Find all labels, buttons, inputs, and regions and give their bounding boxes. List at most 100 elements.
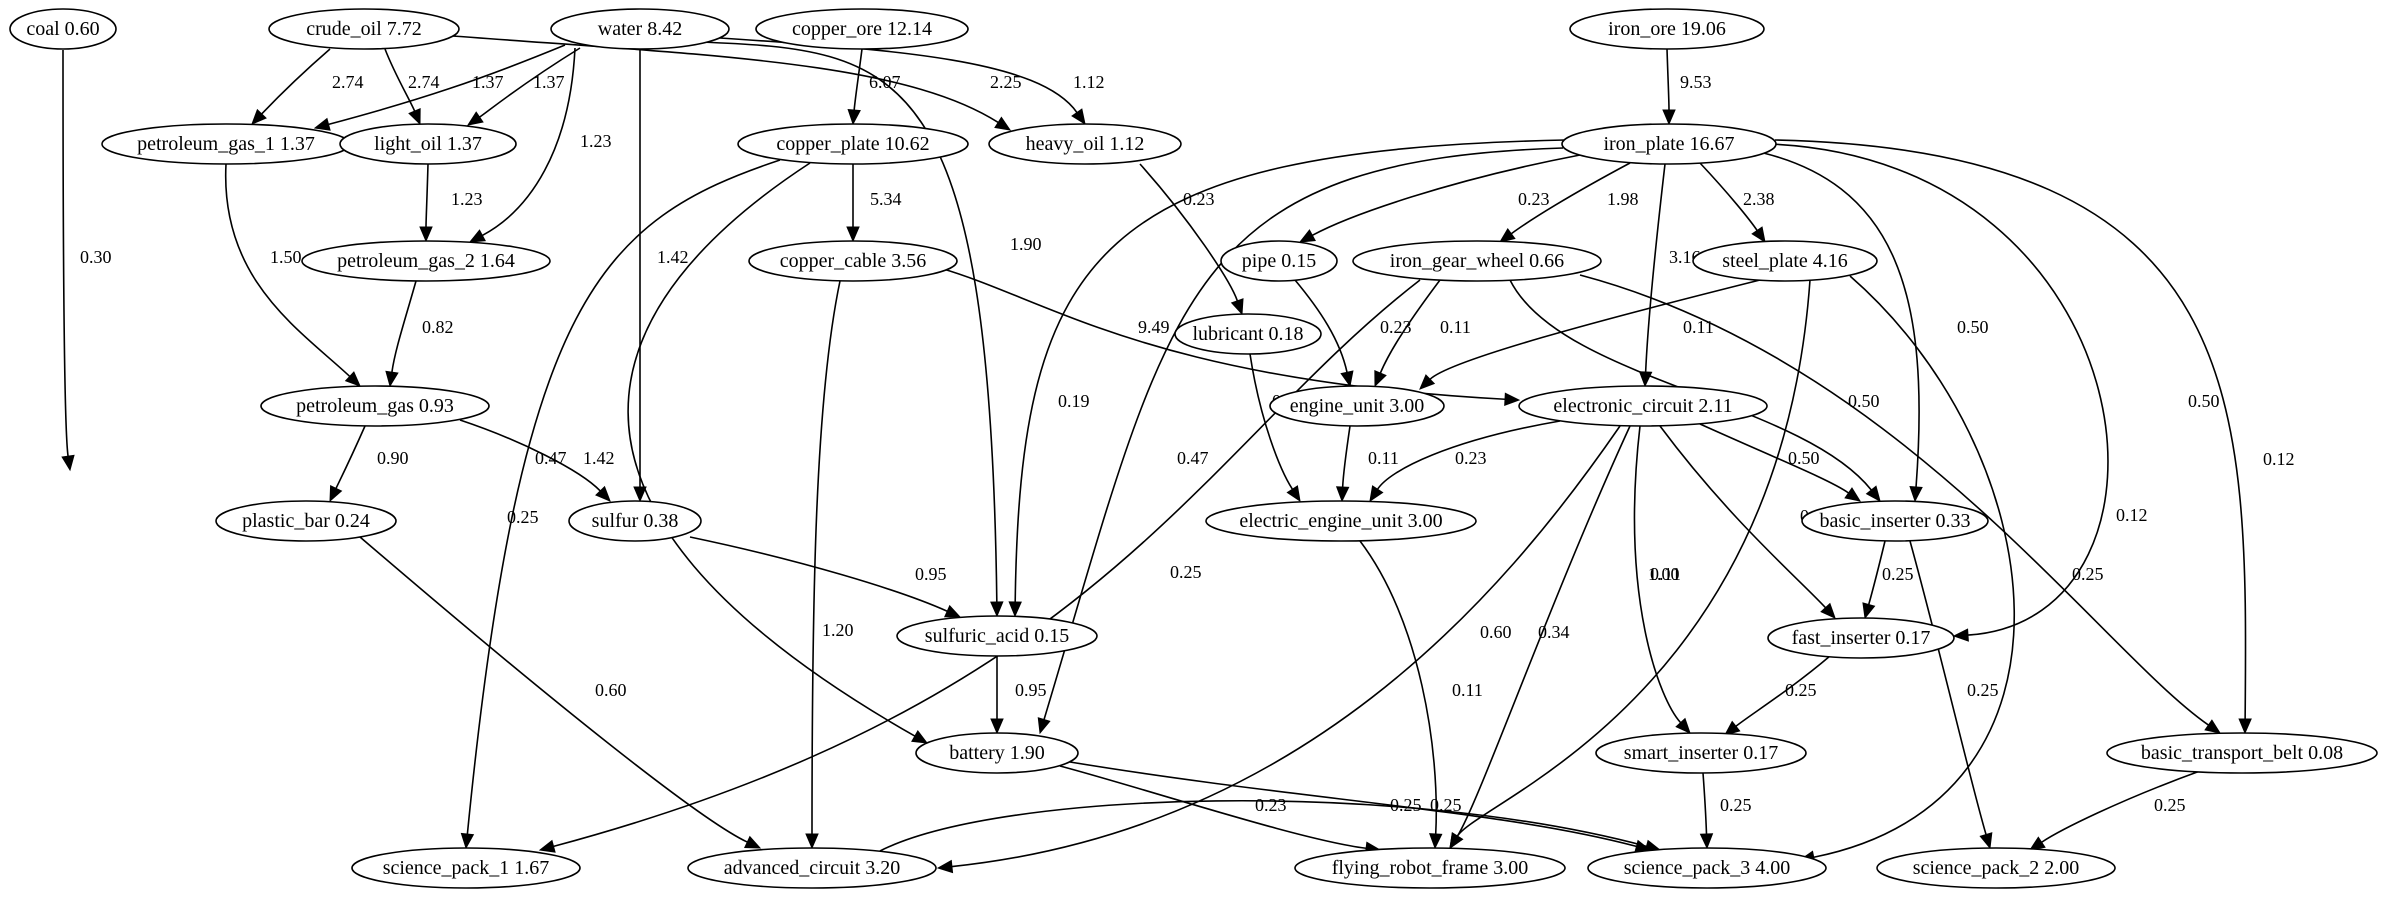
edge-arrowhead bbox=[385, 370, 399, 388]
edge-label: 2.25 bbox=[990, 72, 1022, 92]
edge-water-to-light_oil: 1.37 bbox=[466, 47, 581, 126]
edge-iron_plate-to-fast_inserter: 0.50 bbox=[1769, 143, 2220, 642]
node-ellipse bbox=[1767, 617, 1955, 659]
edge-label: 6.07 bbox=[869, 72, 901, 92]
edge-sulfuric_acid-to-battery: 0.95 bbox=[990, 655, 1047, 735]
node-ellipse bbox=[1595, 732, 1807, 774]
edge-label: 9.49 bbox=[1138, 317, 1170, 337]
edge-arrowhead bbox=[1909, 486, 1923, 503]
edge-petroleum_gas-to-plastic_bar: 0.90 bbox=[329, 425, 409, 503]
edge-iron_gear_wheel-to-basic_transport_belt: 0.12 bbox=[1579, 274, 2222, 734]
node-label: plastic_bar 0.24 bbox=[242, 510, 370, 532]
edge-label: 0.12 bbox=[2116, 505, 2148, 525]
edge-arrowhead bbox=[633, 486, 647, 503]
edge-line bbox=[62, 49, 69, 457]
edge-label: 0.25 bbox=[1967, 680, 1999, 700]
edge-label: 0.11 bbox=[1440, 317, 1471, 337]
edge-iron_plate-to-electronic_circuit: 3.16 bbox=[1638, 163, 1701, 388]
edge-line bbox=[553, 279, 1421, 848]
edge-line bbox=[1644, 163, 1666, 373]
node-science-pack-2: science_pack_2 2.00 bbox=[1876, 847, 2116, 889]
edge-line bbox=[1867, 540, 1886, 605]
edge-arrowhead bbox=[944, 604, 962, 618]
node-ellipse bbox=[1174, 313, 1322, 355]
node-ellipse bbox=[260, 385, 490, 427]
edge-arrowhead bbox=[2204, 719, 2222, 734]
edge-arrowhead bbox=[1979, 832, 1993, 850]
node-basic-inserter: basic_inserter 0.33 bbox=[1801, 500, 1989, 542]
node-ellipse bbox=[268, 8, 460, 50]
edge-arrowhead bbox=[61, 454, 75, 472]
edge-arrowhead bbox=[846, 226, 860, 243]
edge-line bbox=[425, 163, 429, 228]
edge-iron_plate-to-sulfuric_acid: 0.19 bbox=[1008, 139, 1566, 618]
edge-line bbox=[439, 34, 999, 124]
node-label: science_pack_2 2.00 bbox=[1913, 857, 2080, 879]
edge-line bbox=[951, 425, 1621, 868]
edge-label: 0.11 bbox=[1650, 564, 1681, 584]
node-label: science_pack_3 4.00 bbox=[1624, 857, 1791, 879]
edge-arrowhead bbox=[1419, 374, 1436, 390]
node-iron-plate: iron_plate 16.67 bbox=[1561, 123, 1777, 165]
edge-arrowhead bbox=[1374, 370, 1387, 388]
edge-steel_plate-to-science_pack_3: 0.25 bbox=[1798, 275, 2104, 864]
edge-line bbox=[1699, 423, 1849, 494]
node-label: lubricant 0.18 bbox=[1192, 323, 1303, 345]
edge-arrowhead bbox=[1952, 628, 1969, 642]
node-label: iron_ore 19.06 bbox=[1608, 18, 1726, 40]
edge-iron_plate-to-basic_transport_belt: 0.12 bbox=[1774, 139, 2295, 735]
edge-label: 0.25 bbox=[1882, 564, 1914, 584]
edge-heavy_oil-to-lubricant: 0.23 bbox=[1139, 163, 1244, 316]
node-battery: battery 1.90 bbox=[915, 732, 1079, 774]
edge-arrowhead bbox=[936, 859, 954, 874]
edge-electronic_circuit-to-electric_engine_unit: 0.23 bbox=[1369, 420, 1561, 503]
edge-line bbox=[1043, 147, 1564, 720]
node-pipe: pipe 0.15 bbox=[1220, 240, 1338, 282]
edge-label: 1.37 bbox=[472, 72, 504, 92]
edge-line bbox=[1059, 765, 1367, 850]
edge-copper_plate-to-science_pack_1: 0.25 bbox=[460, 159, 781, 850]
edge-line bbox=[479, 47, 581, 118]
edge-iron_gear_wheel-to-science_pack_1: 0.25 bbox=[538, 279, 1421, 853]
node-science-pack-3: science_pack_3 4.00 bbox=[1587, 847, 1827, 889]
edge-arrowhead bbox=[466, 111, 484, 126]
edge-water-to-petroleum_gas_2: 1.23 bbox=[468, 47, 612, 243]
edge-battery-to-science_pack_3: 0.25 bbox=[1069, 761, 1652, 853]
node-ellipse bbox=[1801, 500, 1989, 542]
node-ellipse bbox=[988, 123, 1182, 165]
edge-water-to-petroleum_gas_1: 1.37 bbox=[313, 44, 566, 131]
edge-line bbox=[1749, 149, 1920, 488]
edge-line bbox=[225, 163, 351, 378]
edge-line bbox=[627, 162, 916, 737]
edge-electronic_circuit-to-smart_inserter: 1.00 bbox=[1633, 425, 1691, 734]
node-ellipse bbox=[1269, 385, 1445, 427]
node-ellipse bbox=[568, 500, 702, 542]
node-ellipse bbox=[301, 240, 551, 282]
node-flying-robot-frame: flying_robot_frame 3.00 bbox=[1294, 847, 1566, 889]
edge-arrowhead bbox=[538, 839, 556, 853]
edge-arrowhead bbox=[1820, 602, 1836, 619]
node-ellipse bbox=[755, 8, 969, 50]
edge-electric_engine_unit-to-flying_robot_frame: 0.11 bbox=[1359, 540, 1483, 850]
edge-label: 0.25 bbox=[1170, 562, 1202, 582]
edge-label: 0.50 bbox=[1788, 448, 1820, 468]
edge-label: 0.82 bbox=[422, 317, 454, 337]
edge-label: 0.25 bbox=[2154, 795, 2186, 815]
node-label: battery 1.90 bbox=[949, 742, 1045, 764]
edge-arrowhead bbox=[1449, 832, 1464, 850]
edge-arrowhead bbox=[595, 485, 611, 502]
edge-electronic_circuit-to-basic_inserter: 0.50 bbox=[1699, 423, 1862, 502]
node-label: engine_unit 3.00 bbox=[1290, 395, 1424, 417]
edge-arrowhead bbox=[1335, 486, 1350, 503]
node-ellipse bbox=[1561, 123, 1777, 165]
node-label: iron_plate 16.67 bbox=[1603, 133, 1734, 155]
edge-line bbox=[1666, 48, 1670, 111]
node-ellipse bbox=[1294, 847, 1566, 889]
edge-line bbox=[1699, 162, 1758, 231]
node-label: smart_inserter 0.17 bbox=[1624, 742, 1778, 764]
edge-arrowhead bbox=[1298, 229, 1316, 243]
edge-line bbox=[1014, 139, 1566, 603]
